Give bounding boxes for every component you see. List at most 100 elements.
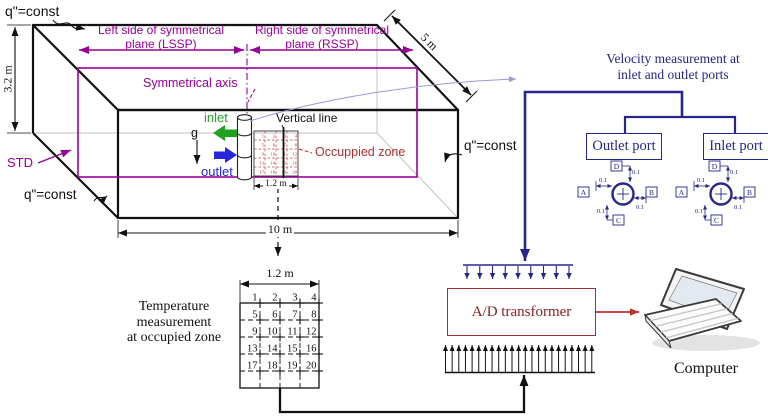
zone-point-number: 9: [262, 152, 265, 157]
temp-dim-lines: [239, 280, 320, 302]
port-point-letter: B: [747, 188, 752, 197]
temp-to-ad-line: [278, 375, 529, 414]
port-offset-label: 0.1: [597, 208, 605, 215]
port-point-letter: A: [581, 188, 587, 197]
outlet-port-box: Outlet port: [586, 133, 662, 160]
q-const-arrows: [52, 19, 463, 205]
port-offset-label: 0.1: [695, 208, 703, 215]
port-offset-label: 0.1: [734, 204, 742, 211]
ad-transformer-box: A/D transformer: [447, 288, 596, 336]
dim-3-2m-lines: [7, 24, 31, 134]
temp-point-number: 4: [311, 293, 317, 304]
zone-point-number: 18: [270, 170, 275, 175]
zone-point-number: 17: [259, 170, 264, 175]
zone-point-number: 8: [295, 143, 298, 148]
zone-point-number: 4: [295, 134, 298, 139]
inlet-label: inlet: [204, 110, 228, 125]
dim-height-label: 3.2 m: [0, 65, 15, 93]
temp-point-number: 6: [272, 310, 277, 321]
velocity-title-line2: inlet and outlet ports: [617, 66, 729, 82]
port-point-box: [675, 186, 688, 198]
temp-point-number: 13: [247, 344, 258, 355]
temp-point-number: 9: [252, 327, 257, 338]
zone-point-number: 13: [259, 161, 264, 166]
dim-length-label: 10 m: [265, 222, 295, 237]
rssp-label: Right side of symmetrical plane (RSSP): [255, 23, 389, 51]
port-circle: [709, 182, 733, 206]
symmetrical-axis-leader: [247, 88, 256, 103]
velocity-title: Velocity measurement at inlet and outlet…: [606, 51, 739, 82]
velocity-tree-tier: [623, 115, 737, 133]
computer-label: Computer: [674, 360, 738, 377]
port-offset-label: 0.1: [599, 177, 607, 184]
temp-grid-dim-label: 1.2 m: [266, 266, 294, 280]
outlet-label: outlet: [201, 164, 233, 179]
zone-point-number: 10: [270, 152, 275, 157]
port-offset-label: 0.1: [730, 169, 738, 176]
temp-point-number: 7: [292, 310, 297, 321]
outlet-arrow: [214, 147, 237, 163]
lssp-label: Left side of symmetrical plane (LSSP): [98, 23, 224, 51]
port-offset-label: 0.1: [636, 204, 644, 211]
port-circle: [611, 182, 635, 206]
zone-point-number: 1: [262, 134, 265, 139]
temp-point-number: 16: [306, 344, 317, 355]
temp-point-number: 15: [287, 344, 298, 355]
vertical-line-leader: [281, 124, 285, 132]
q-const-left-label: q"=const: [24, 187, 77, 202]
vertical-line-label: Vertical line: [276, 111, 338, 125]
port-point-letter: B: [649, 188, 654, 197]
temp-caption-line2: measurement: [136, 314, 212, 330]
temp-caption-line3: at occupied zone: [126, 330, 222, 345]
zone-point-number: 6: [273, 143, 276, 148]
room-box: [31, 23, 460, 220]
inlet-arrow: [213, 125, 237, 141]
std-arrow: [37, 149, 72, 164]
rssp-line2: plane (RSSP): [285, 37, 359, 51]
comb-arrows: [443, 266, 595, 372]
temp-point-number: 20: [306, 361, 317, 372]
q-const-right-label: q"=const: [464, 138, 517, 153]
port-point-box: [743, 186, 756, 198]
temp-point-number: 18: [267, 361, 278, 372]
zone-point-number: 16: [292, 161, 297, 166]
temp-point-number: 5: [252, 310, 257, 321]
temp-point-number: 17: [247, 361, 258, 372]
zone-point-number: 14: [270, 161, 275, 166]
zone-point-number: 12: [292, 152, 297, 157]
velocity-title-line1: Velocity measurement at: [606, 51, 740, 66]
cylinder-column: [236, 114, 253, 181]
temp-point-number: 2: [272, 293, 277, 304]
port-offset-label: 0.1: [632, 169, 640, 176]
ad-transformer-label: A/D transformer: [471, 303, 572, 320]
temp-point-number: 10: [267, 327, 278, 338]
computer-icon: [644, 268, 760, 351]
zone-point-number: 5: [262, 143, 265, 148]
gravity-label: g: [191, 126, 198, 140]
occupied-zone-label: Occuppied zone: [315, 145, 406, 159]
temp-point-number: 14: [267, 344, 278, 355]
zone-point-number: 2: [273, 134, 276, 139]
temp-point-number: 11: [287, 327, 297, 338]
q-const-top-label: q"=const: [5, 3, 60, 19]
std-label: STD: [7, 155, 33, 170]
zone-point-number: 3: [284, 134, 287, 139]
port-location-curve: [249, 76, 517, 122]
temp-point-number: 12: [306, 327, 317, 338]
outlet-port-label: Outlet port: [592, 138, 656, 154]
port-point-box: [645, 186, 658, 198]
port-offset-label: 0.1: [697, 177, 705, 184]
temp-point-number: 8: [311, 310, 316, 321]
inlet-port-box: Inlet port: [703, 133, 768, 160]
symmetrical-axis-label: Symmetrical axis: [143, 76, 238, 90]
inlet-port-label: Inlet port: [709, 138, 763, 154]
temp-caption: Temperature measurement at occupied zone: [127, 299, 221, 346]
lssp-line2: plane (LSSP): [125, 37, 197, 51]
dim-5m-lines: [383, 9, 478, 103]
